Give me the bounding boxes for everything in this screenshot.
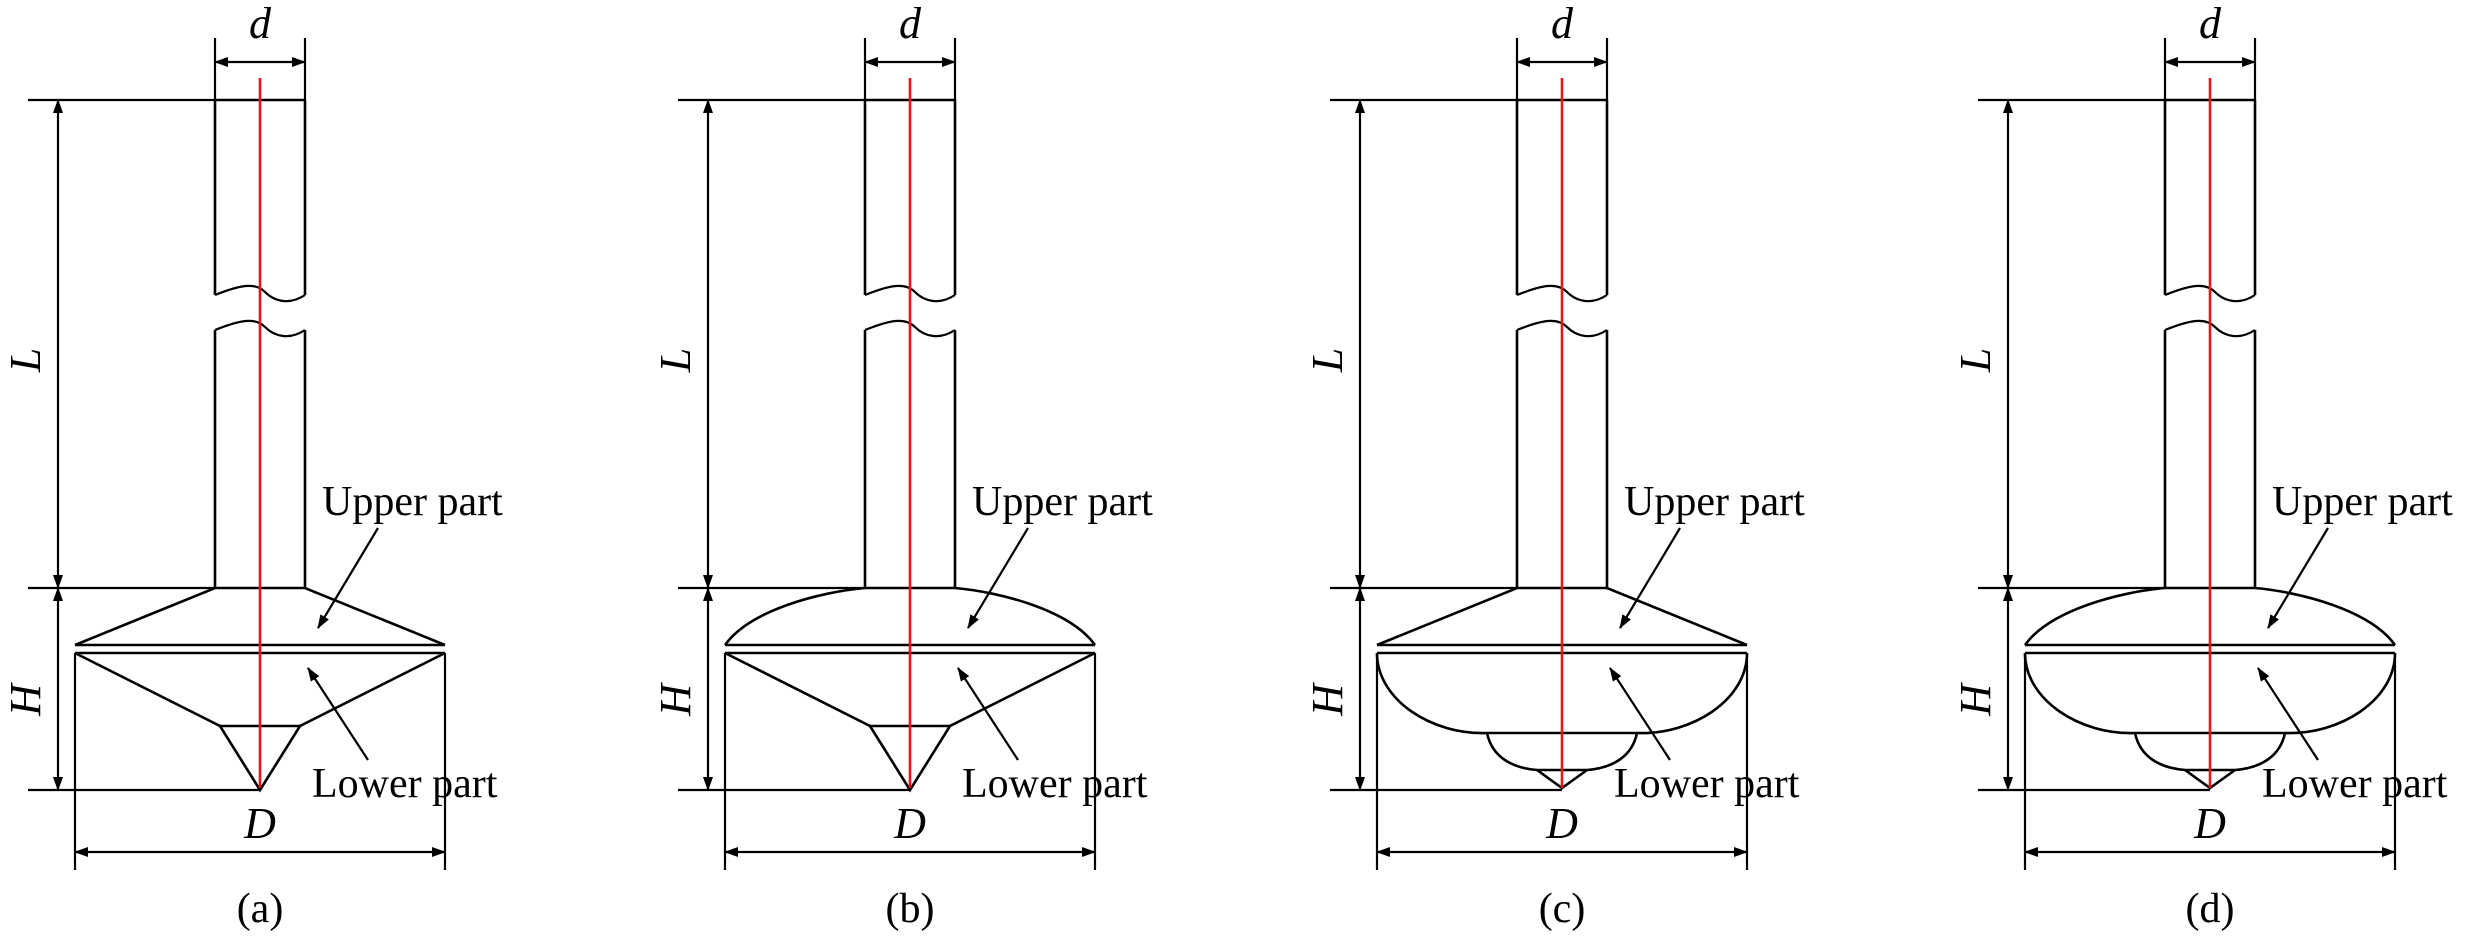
shank-break-upper: [2164, 284, 2256, 303]
dim-D-extension-lines: [723, 653, 1097, 870]
shank-lower-segment: [2163, 330, 2257, 588]
shank-upper-segment: [213, 100, 307, 295]
lower-part-label: Lower part: [1614, 761, 1800, 807]
dim-H-label: H: [651, 682, 700, 717]
lower-part-leader: [957, 667, 1019, 761]
upper-part-leader: [967, 527, 1029, 629]
dim-L-label: L: [1, 348, 50, 373]
lower-part-leader: [2257, 667, 2319, 761]
shank-lower-segment: [213, 330, 307, 588]
shank-break-lower: [2164, 319, 2256, 338]
dim-L-label: L: [1303, 348, 1352, 373]
panel-caption-a: (a): [237, 886, 284, 932]
shank-break-lower: [214, 319, 306, 338]
dim-H-label: H: [1303, 682, 1352, 717]
lower-part-leader: [307, 667, 369, 761]
dim-d-label: d: [249, 0, 272, 48]
panel-caption-d: (d): [2186, 886, 2235, 932]
dim-d-label: d: [2199, 0, 2222, 48]
upper-part-leader: [2267, 527, 2329, 629]
shank-upper-segment: [863, 100, 957, 295]
dim-H-label: H: [1951, 682, 2000, 717]
shank-lower-segment: [1515, 330, 1609, 588]
upper-part-label: Upper part: [2272, 479, 2453, 525]
dim-L-label: L: [651, 348, 700, 373]
upper-part-label: Upper part: [972, 479, 1153, 525]
lower-part-label: Lower part: [312, 761, 498, 807]
shank-break-lower: [864, 319, 956, 338]
dim-H-label: H: [1, 682, 50, 717]
upper-part-leader: [317, 527, 379, 629]
shank-break-upper: [214, 284, 306, 303]
upper-part-label: Upper part: [1624, 479, 1805, 525]
dim-D-extension-lines: [73, 653, 447, 870]
shank-lower-segment: [863, 330, 957, 588]
dim-d-extension-lines: [2163, 38, 2257, 100]
dim-D-extension-lines: [1375, 653, 1749, 870]
shank-break-upper: [1516, 284, 1608, 303]
dim-D-label: D: [893, 799, 926, 848]
dim-d-label: d: [1551, 0, 1574, 48]
dim-d-extension-lines: [1515, 38, 1609, 100]
dim-D-extension-lines: [2023, 653, 2397, 870]
dim-d-extension-lines: [863, 38, 957, 100]
dim-D-label: D: [243, 799, 276, 848]
panel-caption-c: (c): [1539, 886, 1586, 932]
lower-part-label: Lower part: [962, 761, 1148, 807]
dim-d-extension-lines: [213, 38, 307, 100]
dim-d-label: d: [899, 0, 922, 48]
shank-upper-segment: [2163, 100, 2257, 295]
lower-part-leader: [1609, 667, 1671, 761]
shank-upper-segment: [1515, 100, 1609, 295]
lower-part-label: Lower part: [2262, 761, 2448, 807]
panel-caption-b: (b): [886, 886, 935, 932]
dim-D-label: D: [2193, 799, 2226, 848]
dim-D-label: D: [1545, 799, 1578, 848]
shank-break-upper: [864, 284, 956, 303]
upper-part-label: Upper part: [322, 479, 503, 525]
shank-break-lower: [1516, 319, 1608, 338]
dim-L-label: L: [1951, 348, 2000, 373]
upper-part-leader: [1619, 527, 1681, 629]
